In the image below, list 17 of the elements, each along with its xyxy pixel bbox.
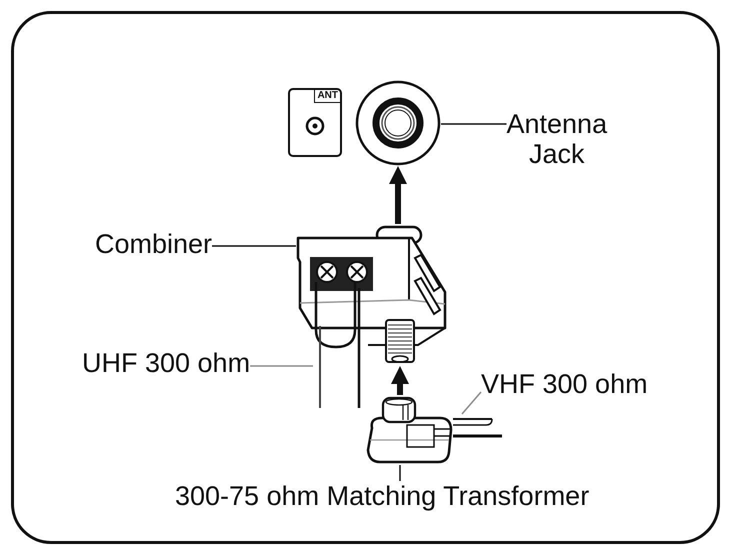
part-label: Antenna Jack: [506, 109, 608, 170]
terminal-label: ANT: [314, 90, 340, 103]
terminal-panel: [288, 88, 342, 157]
leader-line: [399, 465, 401, 481]
arrow: [391, 366, 409, 395]
part-label: 300-75 ohm Matching Transformer: [175, 481, 590, 512]
leader-line: [212, 245, 296, 247]
leader-line: [250, 365, 313, 367]
part-label: Combiner: [95, 229, 212, 260]
matching-transformer-drawing: [365, 395, 453, 465]
antenna-jack: [355, 80, 441, 166]
part-label: VHF 300 ohm: [481, 369, 648, 400]
part-label: UHF 300 ohm: [82, 348, 250, 378]
combiner-drawing: [296, 224, 448, 366]
arrow: [389, 166, 407, 224]
leader-line: [461, 392, 482, 414]
leader-line: [441, 123, 506, 125]
